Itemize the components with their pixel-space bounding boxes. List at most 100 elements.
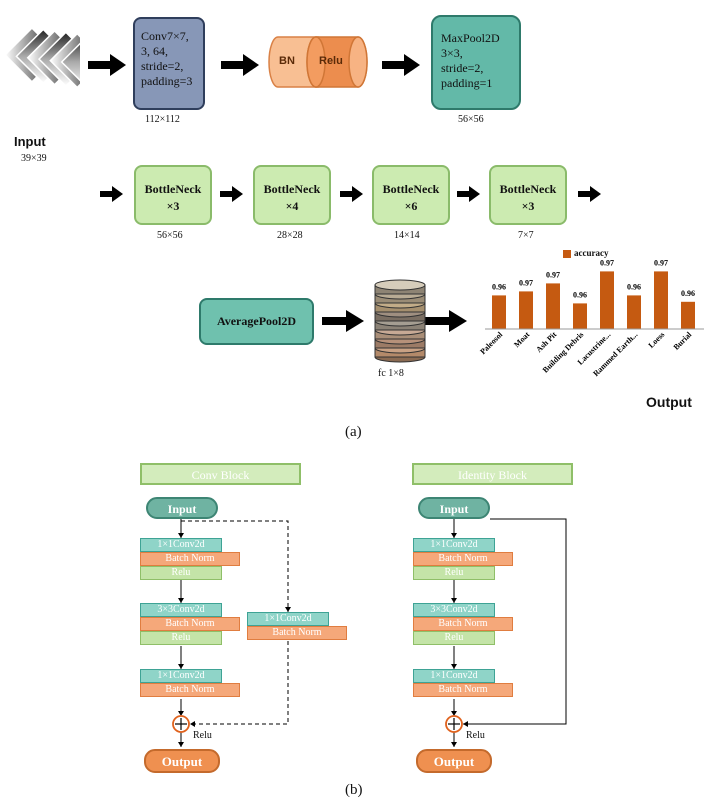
chart-legend [563, 250, 571, 258]
bn-relu-cylinder [268, 36, 368, 88]
caption-a: (a) [345, 424, 362, 440]
arrow-icon [322, 310, 364, 332]
bar-7 [681, 301, 695, 329]
maxpool-block: MaxPool2D 3×3, stride=2, padding=1 [431, 15, 521, 110]
bottleneck-name: BottleNeck [263, 182, 321, 196]
bottleneck-mult: ×3 [521, 199, 535, 213]
bar-value-label-4: 0.97 [600, 258, 614, 267]
bottleneck-name: BottleNeck [144, 182, 202, 196]
relu-layer: Relu [140, 631, 222, 645]
caption-b: (b) [345, 782, 363, 798]
bottleneck-block-4: BottleNeck ×3 [489, 165, 567, 225]
batch-norm-layer: Batch Norm [247, 626, 347, 640]
conv-block-stage-3: 1×1Conv2d Batch Norm [140, 669, 240, 697]
conv1x1-layer: 1×1Conv2d [413, 669, 495, 683]
bar-2 [546, 283, 560, 329]
conv7-size-label: 112×112 [145, 114, 180, 125]
input-label: Input [14, 134, 46, 149]
relu-layer: Relu [413, 631, 495, 645]
legend-label: accuracy [574, 248, 609, 258]
bar-6 [654, 271, 668, 329]
legend-swatch [563, 250, 571, 258]
relu-label: Relu [319, 55, 343, 67]
bar-value-label-2: 0.97 [546, 270, 560, 279]
identity-block-title: Identity Block [412, 463, 573, 485]
add-circle-icon [445, 715, 463, 733]
conv-block-output: Output [144, 749, 220, 773]
conv3x3-layer: 3×3Conv2d [413, 603, 495, 617]
arrow-icon [382, 54, 420, 76]
bottleneck-block-3: BottleNeck ×6 [372, 165, 450, 225]
fc-layer-stack [374, 279, 426, 363]
bottleneck-size-3: 14×14 [394, 230, 420, 241]
conv-block-title: Conv Block [140, 463, 301, 485]
bottleneck-mult: ×3 [166, 199, 180, 213]
conv-block-stage-1: 1×1Conv2d Batch Norm Relu [140, 538, 240, 580]
bottleneck-mult: ×4 [285, 199, 299, 213]
arrow-icon [100, 186, 123, 202]
input-size-label: 39×39 [21, 153, 47, 164]
relu-layer: Relu [140, 566, 222, 580]
bottleneck-block-1: BottleNeck ×3 [134, 165, 212, 225]
arrow-icon [221, 54, 259, 76]
identity-block-stage-2: 3×3Conv2d Batch Norm Relu [413, 603, 513, 645]
identity-block-input: Input [418, 497, 490, 519]
conv1x1-layer: 1×1Conv2d [140, 669, 222, 683]
batch-norm-layer: Batch Norm [140, 683, 240, 697]
bar-4 [600, 271, 614, 329]
conv1x1-layer: 1×1Conv2d [413, 538, 495, 552]
arrows-row1 [88, 54, 420, 76]
bar-value-label-7: 0.96 [681, 289, 695, 298]
bottleneck-size-4: 7×7 [518, 230, 534, 241]
output-label: Output [646, 394, 692, 410]
conv-block-input: Input [146, 497, 218, 519]
maxpool-size-label: 56×56 [458, 114, 484, 125]
bottleneck-mult: ×6 [404, 199, 418, 213]
bottleneck-size-1: 56×56 [157, 230, 183, 241]
conv1x1-layer: 1×1Conv2d [247, 612, 329, 626]
fc-label: fc 1×8 [378, 368, 404, 379]
conv-block-relu-label: Relu [193, 730, 212, 741]
arrow-icon [578, 186, 601, 202]
arrow-icon [457, 186, 480, 202]
bar-1 [519, 291, 533, 329]
arrow-icon [425, 310, 467, 332]
identity-block-stage-3: 1×1Conv2d Batch Norm [413, 669, 513, 697]
conv-block-shortcut: 1×1Conv2d Batch Norm [247, 612, 347, 640]
identity-block-stage-1: 1×1Conv2d Batch Norm Relu [413, 538, 513, 580]
relu-layer: Relu [413, 566, 495, 580]
bottleneck-size-2: 28×28 [277, 230, 303, 241]
batch-norm-layer: Batch Norm [140, 552, 240, 566]
arrow-icon [340, 186, 363, 202]
bottleneck-name: BottleNeck [382, 182, 440, 196]
bn-label: BN [279, 55, 295, 67]
conv3x3-layer: 3×3Conv2d [140, 603, 222, 617]
batch-norm-layer: Batch Norm [140, 617, 240, 631]
bar-value-label-1: 0.97 [519, 278, 533, 287]
bar-value-label-5: 0.96 [627, 282, 641, 291]
add-circle-icon [172, 715, 190, 733]
identity-block-relu-label: Relu [466, 730, 485, 741]
conv-block-stage-2: 3×3Conv2d Batch Norm Relu [140, 603, 240, 645]
arrow-icon [88, 54, 126, 76]
batch-norm-layer: Batch Norm [413, 617, 513, 631]
bottleneck-name: BottleNeck [499, 182, 557, 196]
bar-value-label-3: 0.96 [573, 290, 587, 299]
arrows-row3 [322, 310, 467, 332]
conv1x1-layer: 1×1Conv2d [140, 538, 222, 552]
bar-value-label-0: 0.96 [492, 282, 506, 291]
bar-3 [573, 303, 587, 329]
batch-norm-layer: Batch Norm [413, 683, 513, 697]
identity-block-output: Output [416, 749, 492, 773]
batch-norm-layer: Batch Norm [413, 552, 513, 566]
conv7x7-block: Conv7×7, 3, 64, stride=2, padding=3 [133, 17, 205, 110]
bar-5 [627, 295, 641, 329]
input-image-stack [4, 26, 80, 90]
bar-0 [492, 295, 506, 329]
averagepool2d-block: AveragePool2D [199, 298, 314, 345]
arrows-row2 [100, 186, 601, 202]
bar-value-label-6: 0.97 [654, 258, 668, 267]
bottleneck-block-2: BottleNeck ×4 [253, 165, 331, 225]
